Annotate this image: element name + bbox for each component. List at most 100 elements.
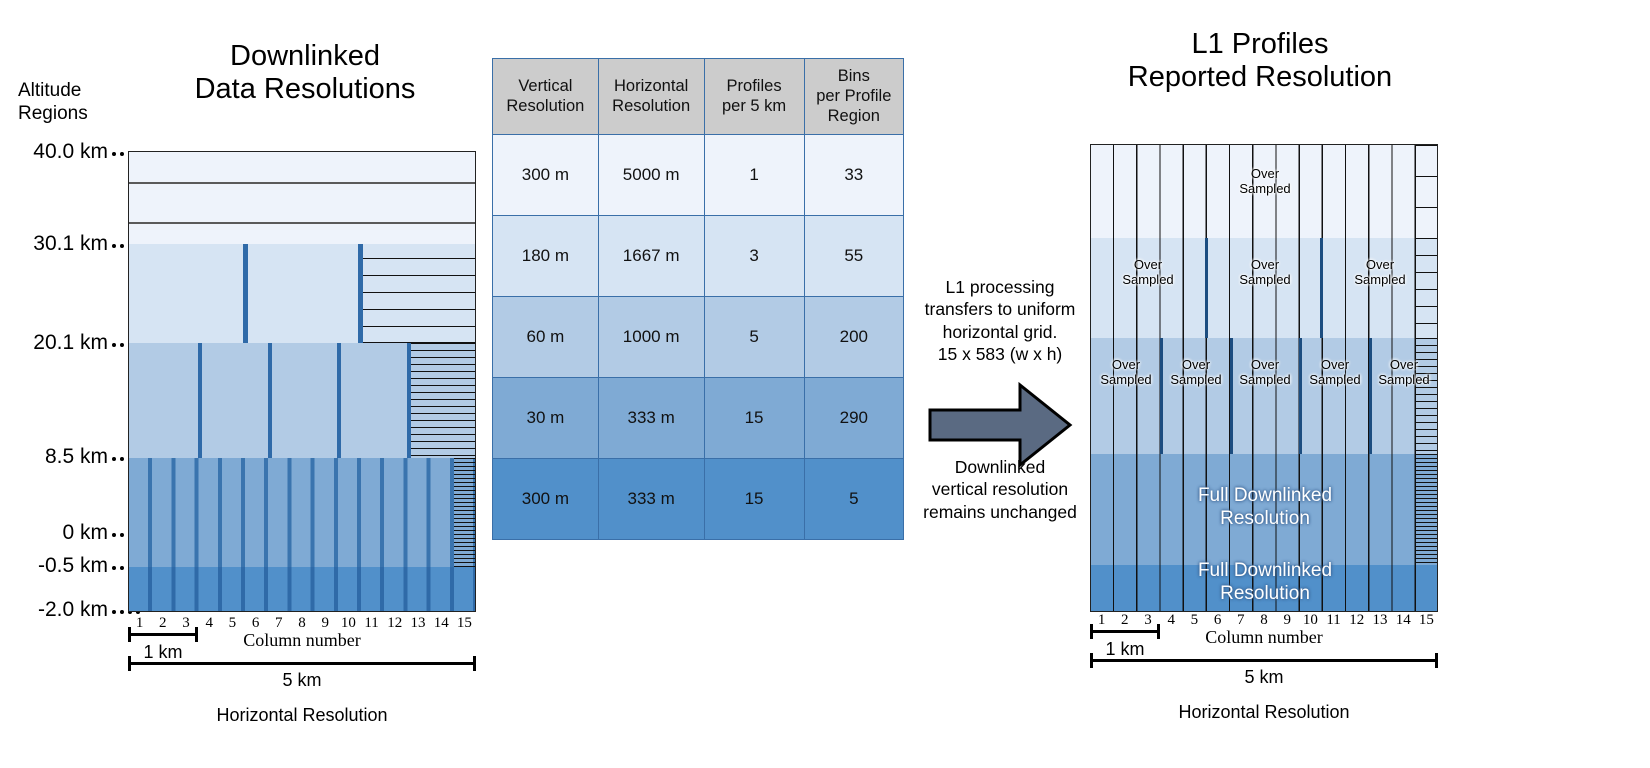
l1-uniform-grid-dividers	[1091, 145, 1437, 611]
table-row: 300 m 333 m 15 5	[492, 458, 905, 541]
region3-profile-divider-3	[337, 343, 341, 458]
left-col-11: 11	[364, 615, 379, 631]
left-1km-cap-start	[128, 627, 131, 642]
cell-horizontal-resolution: 333 m	[597, 377, 705, 460]
left-col-13: 13	[410, 615, 426, 631]
left-column-number-row: 1 2 3 4 5 6 7 8 9 10 11 12 13 14 15	[128, 615, 476, 635]
l1-profile-boundary-region3-a	[1160, 338, 1163, 454]
right-col-9: 9	[1283, 612, 1291, 628]
th-profiles-per-5km: Profiles per 5 km	[703, 57, 805, 136]
region3-profile-divider-2	[268, 343, 272, 458]
l1-region1-bin-lines	[1416, 145, 1437, 238]
table-header-row: Vertical Resolution Horizontal Resolutio…	[492, 57, 905, 136]
th-bins-per-profile-region: Bins per Profile Region	[803, 57, 905, 136]
altitude-label-20: 20.1 km	[33, 331, 108, 354]
altitude-label-30: 30.1 km	[33, 232, 108, 255]
table-row: 300 m 5000 m 1 33	[492, 134, 905, 217]
altitude-leader-30	[112, 244, 140, 248]
left-5km-label: 5 km	[282, 670, 322, 690]
region1-bin-line-1	[129, 182, 475, 184]
altitude-leader-8	[112, 457, 140, 461]
left-1km-label: 1 km	[143, 642, 183, 662]
left-col-2: 2	[159, 615, 167, 631]
altitude-label-neg05: -0.5 km	[37, 554, 108, 577]
region2-bin-lines	[363, 244, 475, 343]
table-row: 60 m 1000 m 5 200	[492, 296, 905, 379]
left-col-10: 10	[340, 615, 356, 631]
left-column-caption: Column number	[243, 630, 361, 650]
table-row: 30 m 333 m 15 290	[492, 377, 905, 460]
left-col-8: 8	[298, 615, 306, 631]
region-300m-band	[129, 152, 475, 244]
left-col-4: 4	[205, 615, 213, 631]
l1-profile-boundary-region2-b	[1320, 238, 1323, 338]
right-panel-title: L1 Profiles Reported Resolution	[1127, 28, 1393, 94]
left-1km-bar	[128, 633, 198, 636]
cell-bins: 290	[803, 377, 905, 460]
region3-profile-divider-1	[198, 343, 202, 458]
right-horizontal-resolution-caption: Horizontal Resolution	[1178, 702, 1350, 722]
right-col-1: 1	[1097, 612, 1106, 628]
region4-bin-lines	[454, 458, 475, 567]
right-5km-bar	[1090, 659, 1438, 662]
right-1km-cap-start	[1090, 624, 1093, 639]
cell-horizontal-resolution: 5000 m	[597, 134, 705, 217]
left-horizontal-resolution-caption: Horizontal Resolution	[216, 705, 388, 725]
cell-horizontal-resolution: 1667 m	[597, 215, 705, 298]
left-col-5: 5	[228, 615, 237, 631]
right-col-13: 13	[1372, 612, 1388, 628]
right-col-10: 10	[1302, 612, 1318, 628]
region4-profile-dividers	[129, 458, 475, 567]
altitude-label-8: 8.5 km	[44, 445, 108, 468]
region2-profile-divider-1	[243, 244, 248, 343]
right-col-15: 15	[1418, 612, 1434, 628]
right-col-8: 8	[1260, 612, 1268, 628]
altitude-leader-neg2	[112, 610, 140, 614]
cell-bins: 200	[803, 296, 905, 379]
region2-profile-divider-2	[358, 244, 363, 343]
downlinked-resolution-diagram	[128, 151, 476, 612]
left-col-3: 3	[182, 615, 190, 631]
cell-bins: 55	[803, 215, 905, 298]
altitude-regions-header: Altitude Regions	[18, 80, 88, 124]
altitude-leader-20	[112, 343, 140, 347]
resolution-table: Vertical Resolution Horizontal Resolutio…	[492, 57, 905, 541]
right-5km-cap-end	[1435, 653, 1438, 668]
region1-bin-line-2	[129, 222, 475, 224]
right-col-7: 7	[1237, 612, 1245, 628]
right-col-2: 2	[1121, 612, 1129, 628]
right-col-5: 5	[1190, 612, 1199, 628]
cell-profiles: 5	[703, 296, 805, 379]
left-col-9: 9	[321, 615, 329, 631]
l1-profile-boundary-region2-a	[1205, 238, 1208, 338]
l1-region2-bin-lines	[1416, 238, 1437, 338]
cell-profiles: 3	[703, 215, 805, 298]
right-col-4: 4	[1167, 612, 1175, 628]
altitude-label-0: 0 km	[62, 521, 108, 544]
th-horizontal-resolution: Horizontal Resolution	[597, 57, 705, 136]
cell-profiles: 15	[703, 377, 805, 460]
l1-processing-note: L1 processing transfers to uniform horiz…	[924, 277, 1076, 365]
cell-vertical-resolution: 300 m	[492, 458, 599, 541]
cell-horizontal-resolution: 1000 m	[597, 296, 705, 379]
region5-profile-dividers	[129, 567, 475, 611]
l1-profile-boundary-region3-c	[1299, 338, 1302, 454]
downlinked-vertical-note: Downlinked vertical resolution remains u…	[923, 457, 1077, 522]
cell-vertical-resolution: 180 m	[492, 215, 599, 298]
left-col-14: 14	[433, 615, 449, 631]
l1-profile-boundary-region3-b	[1230, 338, 1233, 454]
right-col-6: 6	[1213, 612, 1222, 628]
right-5km-label: 5 km	[1244, 667, 1284, 687]
right-col-11: 11	[1326, 612, 1341, 628]
th-vertical-resolution: Vertical Resolution	[492, 57, 599, 136]
left-col-12: 12	[387, 615, 403, 631]
left-col-6: 6	[251, 615, 260, 631]
right-col-12: 12	[1349, 612, 1365, 628]
left-5km-cap-start	[128, 656, 131, 671]
cell-vertical-resolution: 300 m	[492, 134, 599, 217]
altitude-leader-neg05	[112, 566, 140, 570]
right-1km-label: 1 km	[1105, 639, 1145, 659]
left-col-1: 1	[135, 615, 144, 631]
table-row: 180 m 1667 m 3 55	[492, 215, 905, 298]
process-arrow-icon	[928, 381, 1073, 469]
